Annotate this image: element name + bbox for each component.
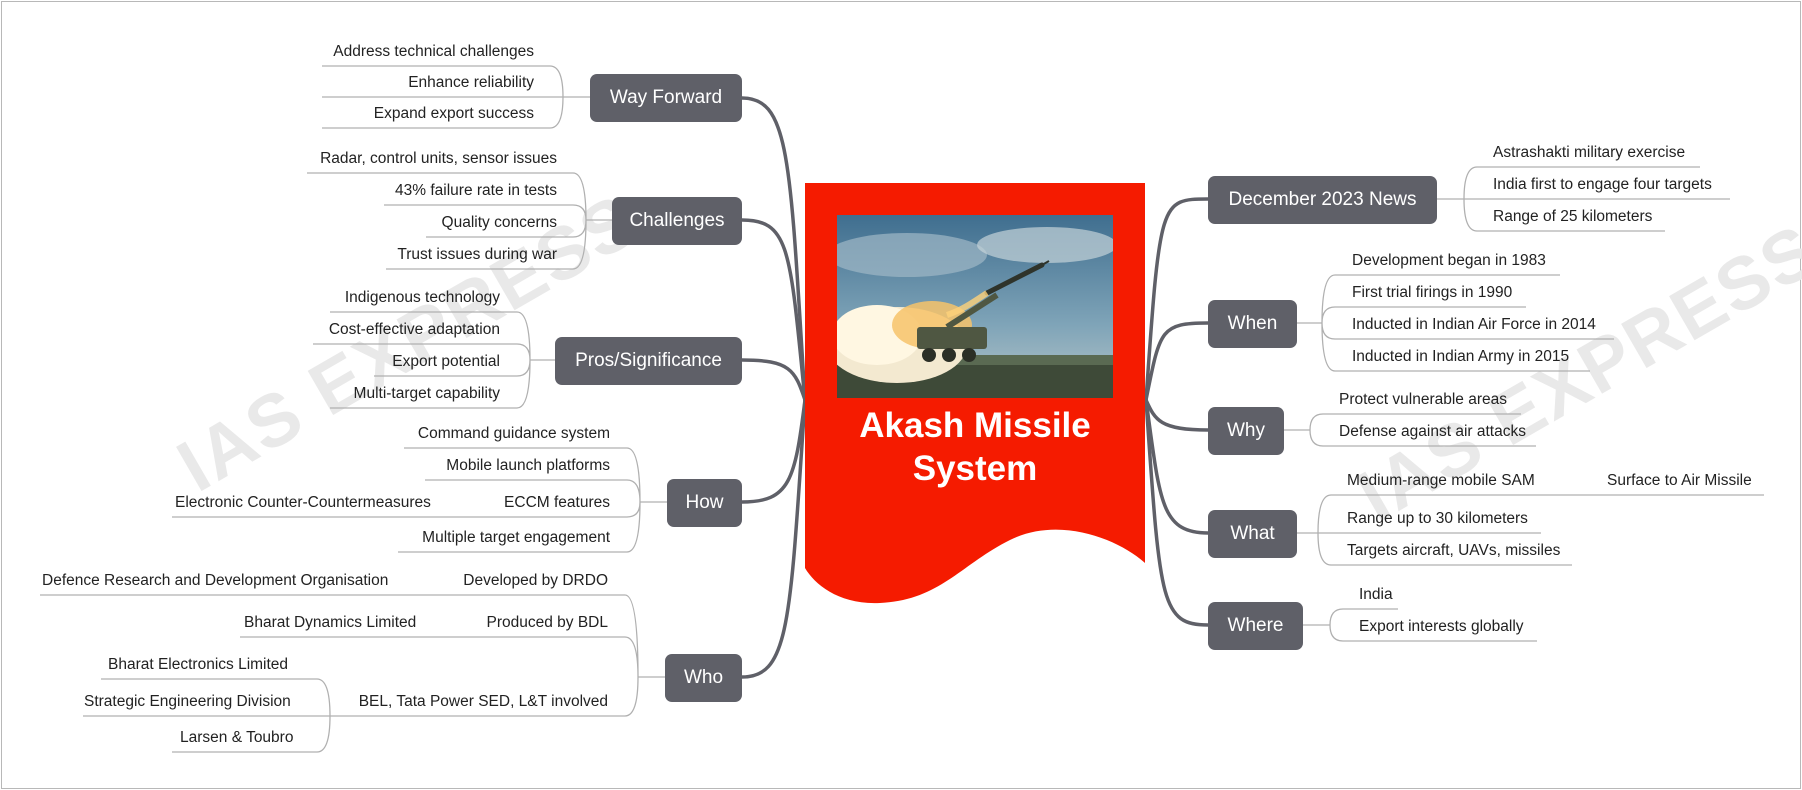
leaf-targets-aircraft: Targets aircraft, UAVs, missiles [1347, 542, 1561, 559]
link-who [740, 398, 807, 679]
link-way-forward [740, 96, 807, 402]
leaf-partners-involved: BEL, Tata Power SED, L&T involved [358, 693, 608, 710]
leaf-india-first-four-targets: India first to engage four targets [1493, 176, 1712, 193]
leaf-inducted-iaf-2014: Inducted in Indian Air Force in 2014 [1352, 316, 1596, 333]
branch-way-forward[interactable]: Way Forward [590, 74, 742, 122]
leaf-radar-control-units: Radar, control units, sensor issues [320, 150, 557, 167]
leaf-range-30-km: Range up to 30 kilometers [1347, 510, 1528, 527]
link-what [1144, 398, 1210, 535]
leaf-larsen-toubro: Larsen & Toubro [180, 729, 294, 746]
leaf-export-interests: Export interests globally [1359, 618, 1524, 635]
branch-challenges[interactable]: Challenges [612, 197, 742, 245]
leaf-address-technical-challenges: Address technical challenges [333, 43, 534, 60]
leaf-eccm-features: ECCM features [504, 494, 610, 511]
leaf-developed-by-drdo: Developed by DRDO [463, 572, 608, 589]
leaf-defense-air-attacks: Defense against air attacks [1339, 423, 1526, 440]
link-pros [740, 358, 807, 402]
leaf-inducted-army-2015: Inducted in Indian Army in 2015 [1352, 348, 1570, 365]
branch-why[interactable]: Why [1208, 407, 1284, 455]
leaf-eccm-full-form: Electronic Counter-Countermeasures [175, 494, 431, 511]
leaf-protect-vulnerable-areas: Protect vulnerable areas [1339, 391, 1508, 408]
leaf-expand-export-success: Expand export success [373, 105, 534, 122]
leaf-export-potential: Export potential [392, 353, 500, 370]
leaf-failure-rate: 43% failure rate in tests [395, 182, 557, 199]
link-challenges [740, 218, 807, 402]
leaf-command-guidance: Command guidance system [417, 425, 610, 442]
leaf-cost-effective-adaptation: Cost-effective adaptation [328, 321, 500, 338]
leaf-first-trial-1990: First trial firings in 1990 [1352, 284, 1513, 301]
leaf-sam-full-form: Surface to Air Missile [1607, 472, 1752, 489]
link-news [1144, 197, 1210, 402]
leaf-bharat-electronics: Bharat Electronics Limited [108, 656, 289, 673]
leaf-medium-range-sam: Medium-range mobile SAM [1347, 472, 1535, 489]
branch-how[interactable]: How [667, 479, 742, 527]
link-why [1144, 398, 1210, 432]
branch-pros-significance[interactable]: Pros/Significance [555, 337, 742, 385]
link-where [1144, 398, 1210, 627]
missile-launch-photo [837, 215, 1113, 398]
branch-where[interactable]: Where [1208, 602, 1303, 650]
leaf-indigenous-technology: Indigenous technology [344, 289, 500, 306]
leaf-multi-target-capability: Multi-target capability [353, 385, 500, 402]
leaf-india: India [1359, 586, 1393, 603]
leaf-bdl-full-form: Bharat Dynamics Limited [244, 614, 417, 631]
leaf-mobile-launch: Mobile launch platforms [446, 457, 610, 474]
leaf-drdo-full-form: Defence Research and Development Organis… [42, 572, 389, 589]
leaf-produced-by-bdl: Produced by BDL [486, 614, 609, 631]
leaf-quality-concerns: Quality concerns [441, 214, 557, 231]
leaf-development-1983: Development began in 1983 [1352, 252, 1546, 269]
branch-when[interactable]: When [1208, 300, 1297, 348]
leaf-trust-issues: Trust issues during war [397, 246, 557, 263]
leaf-astrashakti: Astrashakti military exercise [1493, 144, 1686, 161]
leaf-range-25-km: Range of 25 kilometers [1493, 208, 1653, 225]
branch-who[interactable]: Who [665, 654, 742, 702]
leaf-multiple-target-engagement: Multiple target engagement [422, 529, 610, 546]
branch-december-2023-news[interactable]: December 2023 News [1208, 176, 1437, 224]
link-when [1144, 321, 1210, 402]
center-title: Akash Missile System [859, 406, 1091, 488]
leaf-enhance-reliability: Enhance reliability [408, 74, 534, 91]
leaf-strategic-engineering: Strategic Engineering Division [84, 693, 291, 710]
branch-what[interactable]: What [1208, 510, 1297, 558]
